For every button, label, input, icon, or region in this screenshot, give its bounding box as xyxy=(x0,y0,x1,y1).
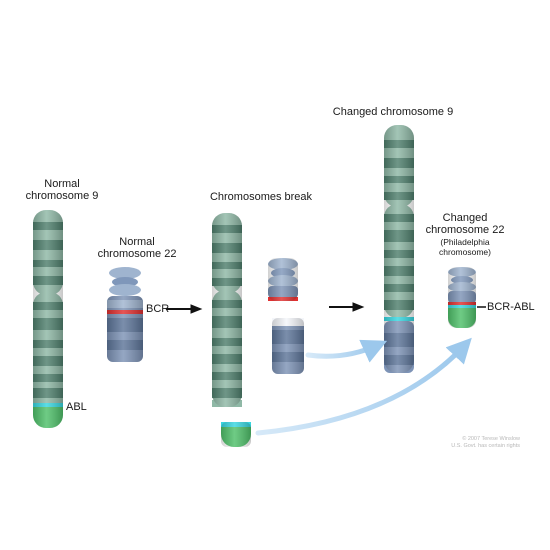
broken-chromosome-22 xyxy=(268,258,304,374)
label-line: (Philadelphia xyxy=(440,237,490,247)
normal-chromosome-22 xyxy=(107,267,143,362)
abl-piece-to-chr22-arrow xyxy=(255,337,472,436)
label-line: chromosome 9 xyxy=(25,190,99,202)
changed-chromosome-9-label: Changed chromosome 9 xyxy=(332,106,454,118)
label-line: chromosome 22 xyxy=(97,248,177,260)
label-line: Normal xyxy=(119,236,155,248)
credit-line: © 2007 Terese Winslow xyxy=(462,436,520,442)
broken-chromosome-9 xyxy=(212,213,251,447)
chr22-piece-to-chr9-arrow xyxy=(305,339,388,363)
normal-chromosome-9 xyxy=(33,210,63,428)
philadelphia-label: (Philadelphia chromosome) xyxy=(415,237,515,257)
label-line: chromosome 22 xyxy=(425,224,505,236)
copyright-credit: © 2007 Terese Winslow U.S. Govt. has cer… xyxy=(420,436,520,450)
changed-chromosome-9 xyxy=(384,125,414,373)
philadelphia-chromosome xyxy=(448,267,476,328)
chromosomes-break-label: Chromosomes break xyxy=(209,191,313,203)
credit-line: U.S. Govt. has certain rights xyxy=(451,443,520,449)
changed-chromosome-22-label: Changed chromosome 22 xyxy=(415,212,515,236)
label-line: chromosome) xyxy=(439,247,491,257)
label-line: Changed xyxy=(442,212,488,224)
bcr-label: BCR xyxy=(146,303,170,315)
bcr-abl-label: BCR-ABL xyxy=(487,301,535,313)
label-line: Normal xyxy=(44,178,80,190)
normal-chromosome-9-label: Normal chromosome 9 xyxy=(22,178,102,202)
normal-chromosome-22-label: Normal chromosome 22 xyxy=(92,236,182,260)
abl-label: ABL xyxy=(66,401,87,413)
